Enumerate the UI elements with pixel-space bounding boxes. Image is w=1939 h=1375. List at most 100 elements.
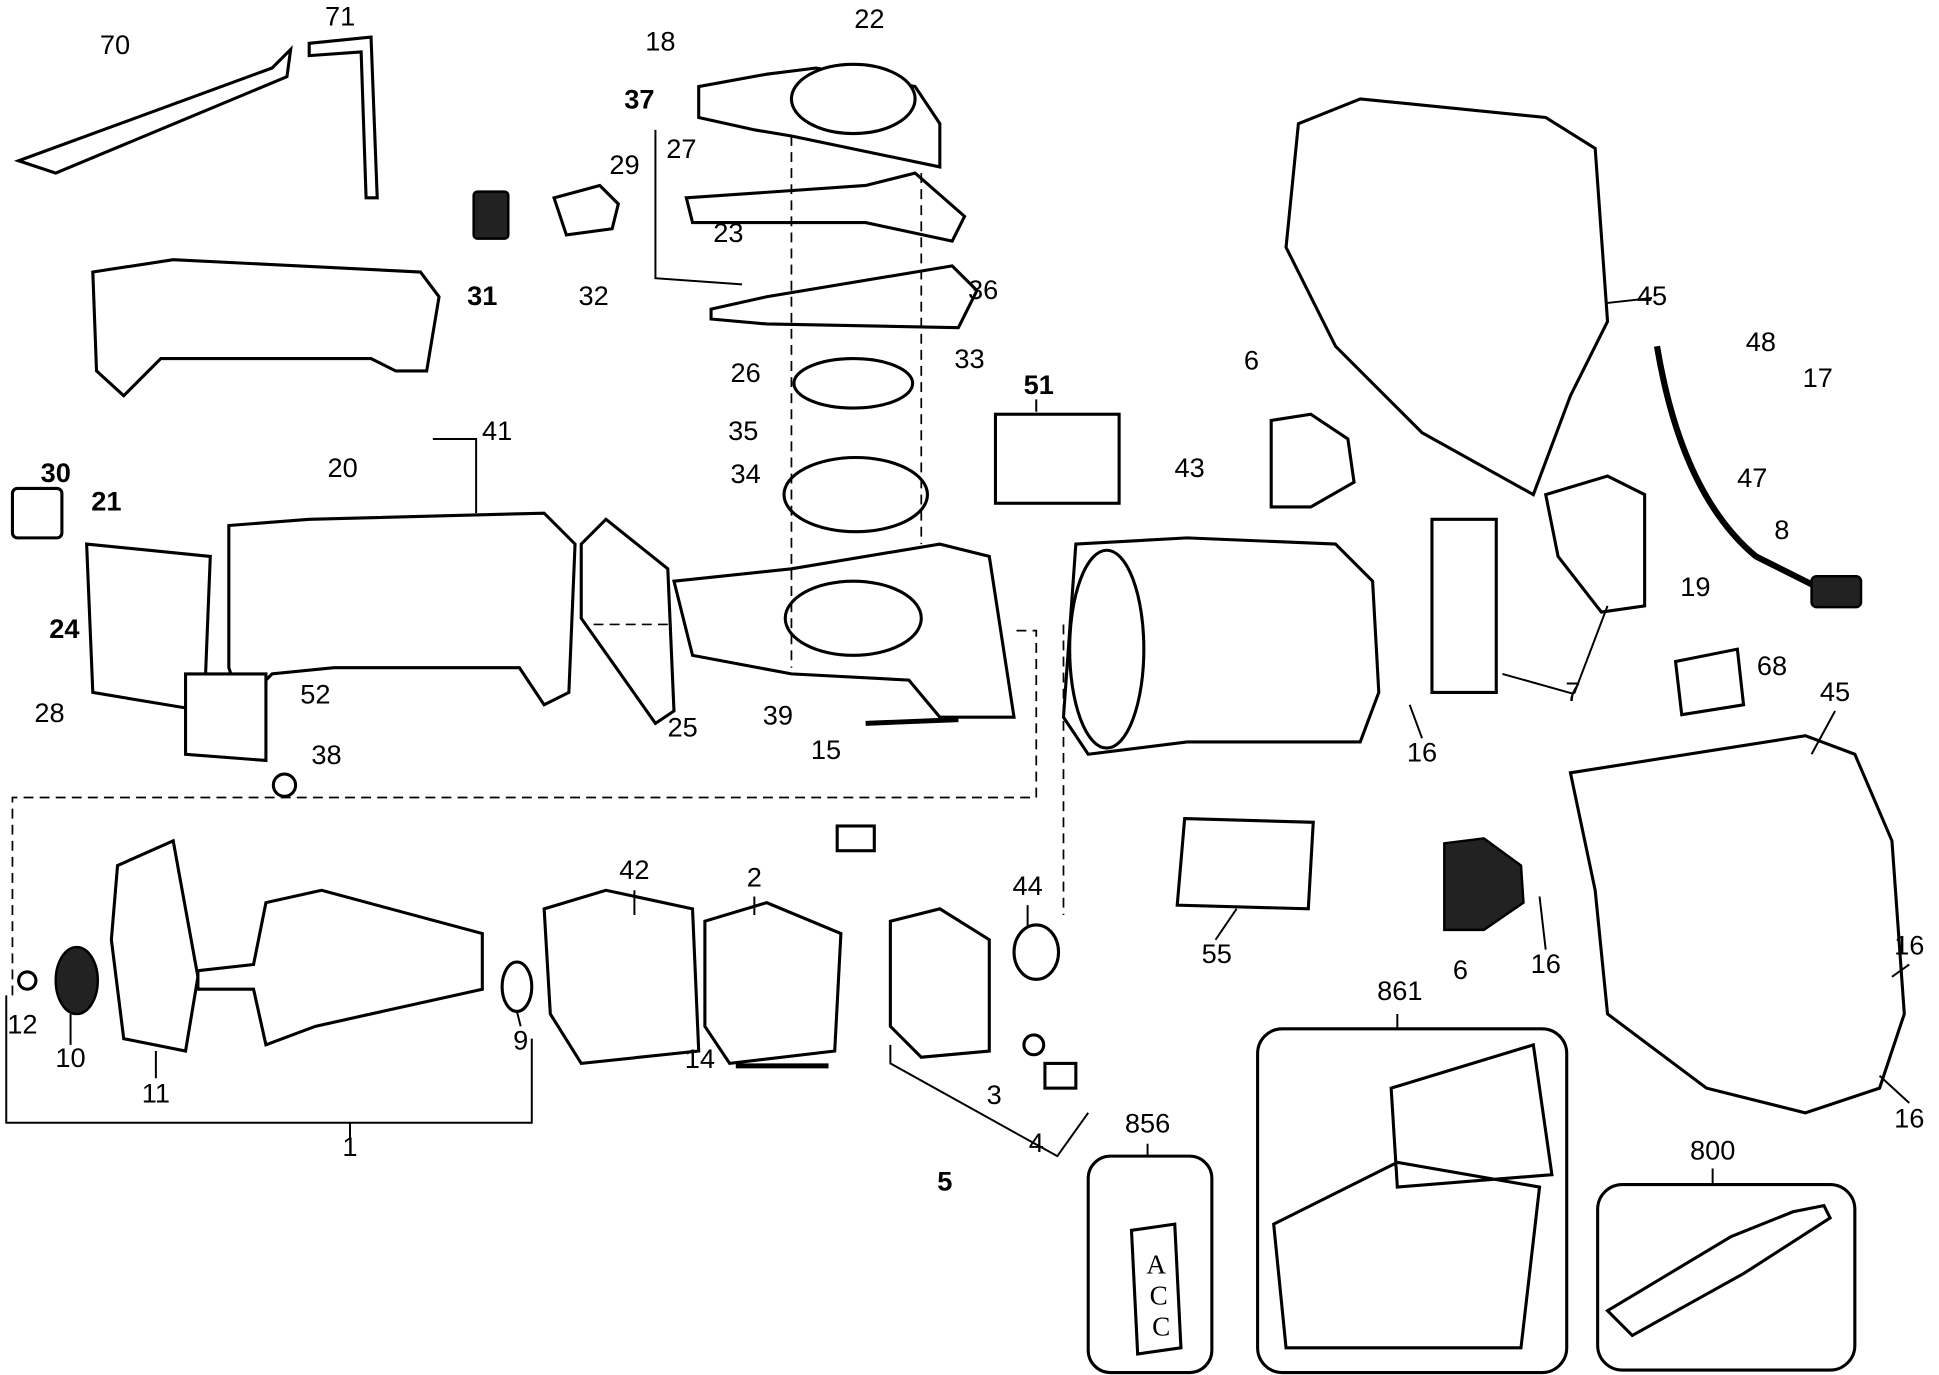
label-35: 35 [728, 415, 758, 446]
label-34: 34 [731, 458, 761, 489]
bracket-29 [654, 129, 743, 286]
part-acc-label [1129, 1222, 1183, 1356]
label-16b: 16 [1531, 948, 1561, 979]
part-hex-key [307, 35, 379, 200]
label-16c: 16 [1894, 929, 1924, 960]
label-42: 42 [619, 854, 649, 885]
label-47: 47 [1737, 462, 1767, 493]
part-plunger-29 [684, 171, 967, 243]
dashed-guide [11, 629, 1038, 996]
label-41: 41 [482, 415, 512, 446]
label-18: 18 [645, 25, 675, 56]
part-bearing-10 [54, 945, 99, 1016]
label-33: 33 [954, 343, 984, 374]
part-gear-ring [783, 579, 923, 657]
part-32 [552, 183, 621, 237]
label-25: 25 [668, 712, 698, 743]
label-861: 861 [1377, 975, 1422, 1006]
part-baffle-11 [109, 838, 200, 1053]
label-36: 36 [968, 274, 998, 305]
label-11: 11 [142, 1078, 170, 1109]
label-38: 38 [311, 739, 341, 770]
label-71: 71 [325, 1, 355, 32]
label-7: 7 [1565, 676, 1580, 707]
label-21: 21 [91, 485, 121, 516]
acc-text-a: A [1146, 1250, 1166, 1280]
part-bearing-26 [792, 357, 915, 410]
label-2: 2 [747, 861, 762, 892]
label-51: 51 [1024, 369, 1054, 400]
label-68: 68 [1757, 650, 1787, 681]
label-31: 31 [467, 280, 497, 311]
label-9: 9 [513, 1025, 528, 1056]
bracket-5 [889, 1044, 1090, 1158]
part-label-55 [1175, 816, 1315, 911]
part-label-51 [993, 412, 1121, 505]
label-8: 8 [1774, 514, 1789, 545]
part-cord [1653, 345, 1820, 591]
label-1: 1 [342, 1131, 357, 1162]
bracket-1 [5, 995, 533, 1124]
part-31 [472, 190, 510, 240]
part-endcap-6a [1269, 412, 1356, 509]
label-55: 55 [1202, 938, 1232, 969]
label-19: 19 [1680, 571, 1710, 602]
part-handle-45-top [1284, 97, 1610, 497]
part-plug [1810, 574, 1863, 609]
label-10: 10 [55, 1042, 85, 1073]
part-rear-boot [91, 258, 441, 398]
part-trigger [1543, 474, 1647, 614]
part-52 [184, 672, 268, 763]
label-43: 43 [1174, 452, 1204, 483]
part-38 [271, 772, 298, 798]
label-23: 23 [713, 217, 743, 248]
part-fan-housing-42 [542, 888, 701, 1066]
label-45b: 45 [1820, 676, 1850, 707]
part-switch [1430, 517, 1498, 694]
label-44: 44 [1012, 870, 1042, 901]
screw-15 [865, 717, 959, 726]
label-37: 37 [624, 84, 654, 115]
label-28: 28 [34, 697, 64, 728]
part-blade-clamp [1605, 1203, 1833, 1338]
label-29: 29 [609, 149, 639, 180]
part-bearing-44 [1012, 923, 1061, 981]
label-14: 14 [685, 1043, 715, 1074]
part-handle-45-bottom [1568, 734, 1906, 1115]
part-30 [10, 486, 64, 540]
acc-text-c1: C [1150, 1281, 1168, 1311]
part-motor-housing-front [1068, 548, 1146, 750]
label-70: 70 [100, 29, 130, 60]
label-16a: 16 [1407, 736, 1437, 767]
label-26: 26 [731, 357, 761, 388]
label-30: 30 [41, 457, 71, 488]
part-endcap-6b [1443, 837, 1525, 932]
label-3: 3 [987, 1079, 1002, 1110]
part-12 [17, 970, 38, 991]
label-17: 17 [1803, 362, 1833, 393]
label-45a: 45 [1637, 280, 1667, 311]
label-32: 32 [578, 280, 608, 311]
part-wrench [13, 45, 293, 175]
bracket-41 [432, 437, 478, 514]
label-800: 800 [1690, 1135, 1735, 1166]
part-boot-lower [227, 511, 577, 708]
part-brush-connector [835, 824, 876, 853]
label-22: 22 [854, 3, 884, 34]
label-52: 52 [300, 678, 330, 709]
part-brush-holder [888, 907, 991, 1059]
label-24: 24 [49, 613, 79, 644]
label-15: 15 [811, 734, 841, 765]
part-field-2 [703, 901, 843, 1066]
label-16d: 16 [1894, 1102, 1924, 1133]
label-6a: 6 [1244, 344, 1259, 375]
label-48: 48 [1746, 326, 1776, 357]
part-gear [782, 455, 930, 534]
label-856: 856 [1125, 1107, 1170, 1138]
part-kit-box [1272, 1042, 1554, 1350]
part-gasket [579, 517, 676, 726]
part-cover-disc [789, 62, 917, 136]
part-spring-3 [1022, 1033, 1046, 1057]
label-6b: 6 [1453, 954, 1468, 985]
